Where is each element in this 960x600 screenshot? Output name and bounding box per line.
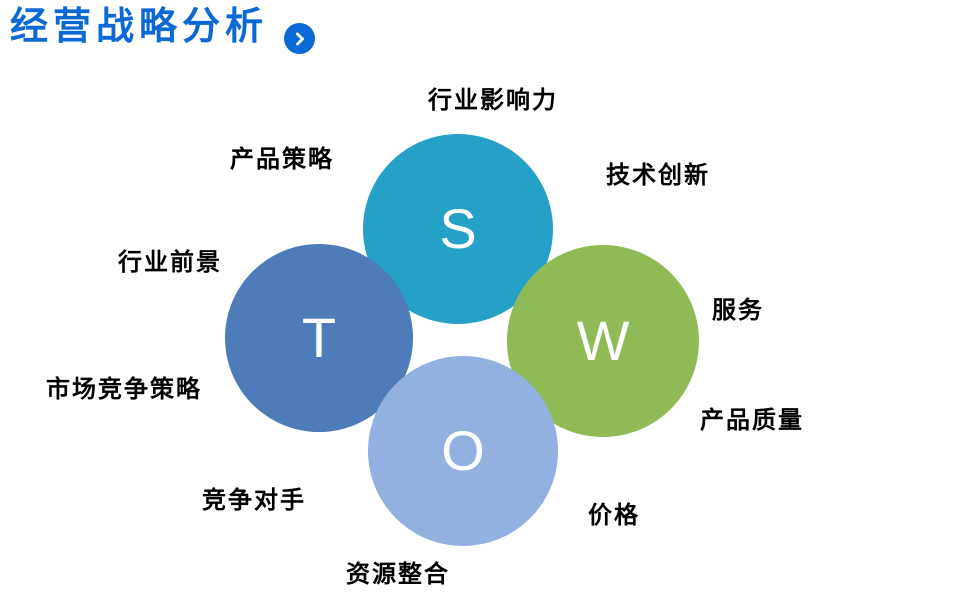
label-resource-integration: 资源整合 [346,561,450,588]
label-industry-outlook: 行业前景 [118,249,222,276]
label-market-competition-strategy: 市场竞争策略 [46,376,202,403]
circle-letter-s: S [439,197,477,260]
label-tech-innovation: 技术创新 [606,162,710,189]
label-product-quality: 产品质量 [700,407,804,434]
label-price: 价格 [588,502,640,529]
label-industry-influence: 行业影响力 [428,87,558,114]
label-product-strategy: 产品策略 [230,146,334,173]
swot-circle-o: O [368,356,558,546]
circle-letter-o: O [441,419,485,482]
page-title: 经营战略分析 [10,6,269,48]
circle-letter-t: T [301,306,337,369]
label-service: 服务 [712,297,764,324]
label-competitors: 竞争对手 [202,487,306,514]
chevron-right-circle-icon [284,23,315,54]
circle-letter-w: W [576,309,630,372]
